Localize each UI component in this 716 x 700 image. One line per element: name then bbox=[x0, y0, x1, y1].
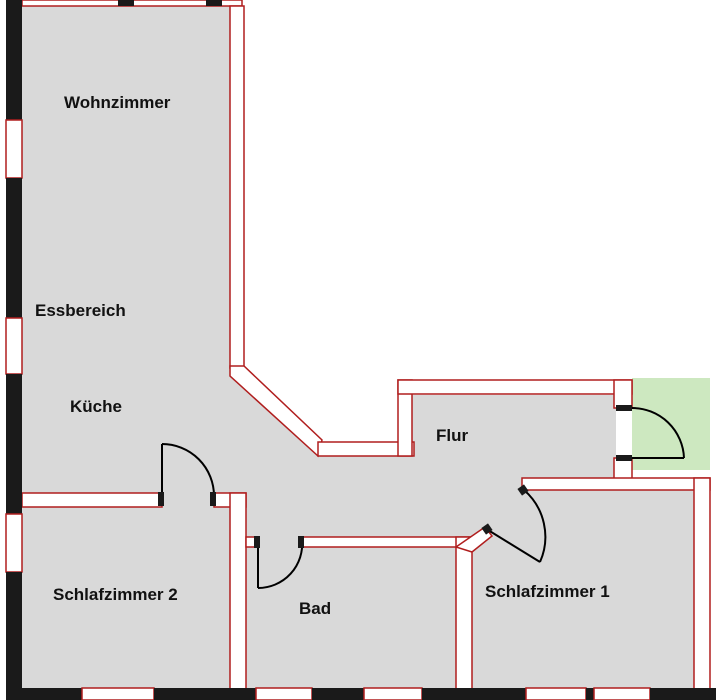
wall-bath-bed1 bbox=[455, 536, 473, 691]
door-bedroom2 bbox=[158, 443, 216, 506]
room-label-bad: Bad bbox=[299, 599, 331, 618]
interior-walls bbox=[21, 0, 711, 691]
room-labels: Wohnzimmer Essbereich Küche Flur Schlafz… bbox=[35, 93, 610, 618]
window bbox=[81, 687, 155, 700]
door-terrace bbox=[616, 405, 685, 461]
window bbox=[255, 687, 313, 700]
terrace bbox=[632, 378, 710, 470]
window bbox=[5, 317, 23, 375]
wall-bed1-right bbox=[693, 477, 711, 691]
window bbox=[363, 687, 423, 700]
outer-wall-segment bbox=[6, 374, 22, 514]
wall-bed1-diagonal bbox=[454, 525, 494, 553]
outer-wall-bottom bbox=[6, 687, 716, 700]
outer-wall-segment bbox=[650, 688, 716, 700]
wall-flur-bottom-left bbox=[317, 441, 415, 457]
window bbox=[5, 513, 23, 573]
wall-bath-top bbox=[299, 536, 475, 548]
outer-wall-segment bbox=[6, 572, 22, 694]
wall-bed2-bath-vertical bbox=[229, 492, 247, 691]
outer-wall-segment bbox=[6, 178, 22, 318]
outer-wall-top-block bbox=[206, 0, 222, 6]
doors bbox=[158, 405, 685, 590]
outer-wall-segment bbox=[422, 688, 526, 700]
floor-area bbox=[22, 5, 695, 690]
room-label-essbereich: Essbereich bbox=[35, 301, 126, 320]
outer-wall-segment bbox=[312, 688, 364, 700]
room-label-schlafzimmer2: Schlafzimmer 2 bbox=[53, 585, 178, 604]
outer-wall-segment bbox=[6, 688, 82, 700]
outer-wall-segment bbox=[6, 0, 22, 120]
wall-flur-right-upper bbox=[613, 379, 633, 409]
window bbox=[525, 687, 587, 700]
outer-wall-left bbox=[5, 0, 23, 694]
door-bathroom bbox=[254, 536, 304, 590]
wall-bed1-top bbox=[521, 477, 711, 491]
window bbox=[5, 119, 23, 179]
outer-wall-segment bbox=[586, 688, 594, 700]
outer-wall-top-block bbox=[6, 0, 16, 6]
wall-kitchen-bed2-left bbox=[21, 492, 163, 508]
outer-wall-segment bbox=[154, 688, 256, 700]
room-label-flur: Flur bbox=[436, 426, 468, 445]
door-bedroom1 bbox=[481, 484, 547, 563]
wall-living-right bbox=[229, 5, 245, 369]
room-label-schlafzimmer1: Schlafzimmer 1 bbox=[485, 582, 610, 601]
wall-flur-top bbox=[397, 379, 633, 395]
window bbox=[593, 687, 651, 700]
room-label-kueche: Küche bbox=[70, 397, 122, 416]
room-label-wohnzimmer: Wohnzimmer bbox=[64, 93, 171, 112]
outer-wall-top-block bbox=[118, 0, 134, 6]
